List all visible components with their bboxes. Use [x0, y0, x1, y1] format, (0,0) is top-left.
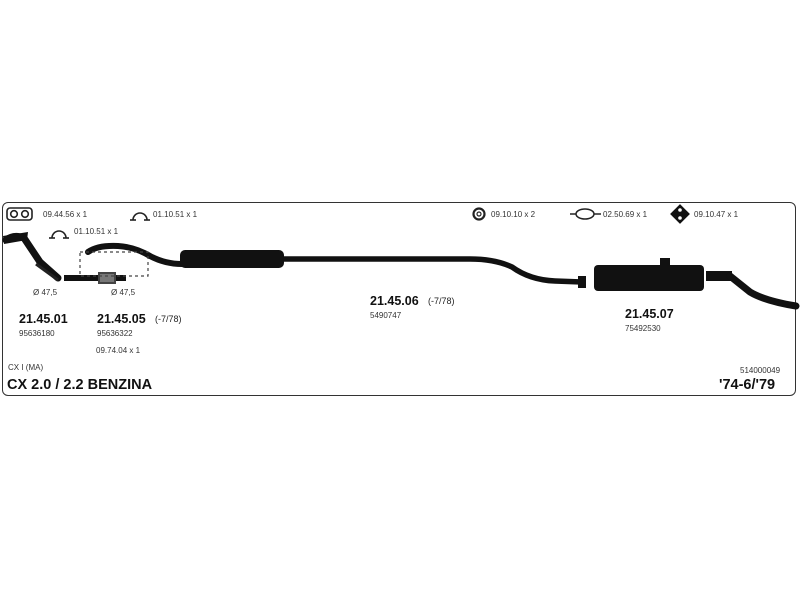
accessory-label-extra: 09.74.04 x 1 [96, 346, 141, 355]
accessory-label-clamp: 01.10.51 x 1 [153, 210, 198, 219]
part-date-range: (-7/78) [155, 314, 182, 324]
oe-number: 95636322 [97, 329, 133, 338]
oe-number: 95636180 [19, 329, 55, 338]
accessory-label-band-clamp: 02.50.69 x 1 [603, 210, 648, 219]
rubber-mount-icon [670, 204, 690, 224]
accessory-label-gasket: 09.44.56 x 1 [43, 210, 88, 219]
rear-muffler-21-45-07 [594, 258, 800, 310]
catalog-number: 514000049 [740, 366, 781, 375]
part-number: 21.45.05 [97, 312, 146, 326]
oe-number: 75492530 [625, 324, 661, 333]
accessory-label-clamp-2: 01.10.51 x 1 [74, 227, 119, 236]
part-date-range: (-7/78) [428, 296, 455, 306]
center-muffler-21-45-06 [180, 250, 586, 288]
model-code: CX I (MA) [8, 363, 44, 372]
exhaust-diagram-panel [2, 202, 796, 396]
intermediate-pipe-21-45-05 [64, 242, 185, 284]
diameter-label: Ø 47,5 [111, 288, 136, 297]
accessory-label-rubber-mount: 09.10.47 x 1 [694, 210, 739, 219]
part-number: 21.45.06 [370, 294, 419, 308]
rubber-ring-icon [472, 207, 486, 221]
clamp-icon [130, 212, 150, 221]
front-pipe-21-45-01 [2, 232, 62, 282]
clamp-icon [49, 230, 69, 239]
vehicle-title: CX 2.0 / 2.2 BENZINA [7, 377, 153, 393]
oe-number: 5490747 [370, 311, 402, 320]
band-clamp-icon [570, 208, 601, 220]
gasket-icon [6, 207, 33, 221]
year-range: '74-6/'79 [719, 377, 776, 393]
diameter-label: Ø 47,5 [33, 288, 58, 297]
part-number: 21.45.01 [19, 312, 68, 326]
accessory-label-rubber-ring: 09.10.10 x 2 [491, 210, 536, 219]
part-number: 21.45.07 [625, 307, 674, 321]
